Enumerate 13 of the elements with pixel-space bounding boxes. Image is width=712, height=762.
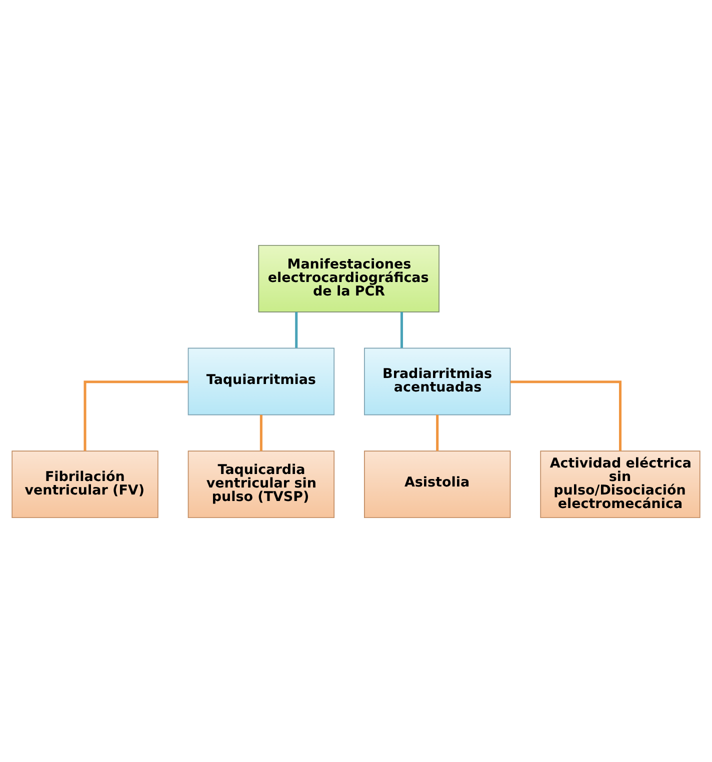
connector [436, 414, 439, 450]
node-box: Actividad eléctrica sin pulso/Disociación electromecánica [540, 450, 700, 518]
connector [400, 312, 403, 348]
node-box: Taquiarritmias [188, 347, 334, 415]
node-box: Fibrilación ventricular (FV) [12, 450, 158, 518]
node-box: Manifestaciones electrocardiográficas de la PCR [258, 244, 440, 312]
connector [260, 414, 262, 450]
node-box: Taquicardia ventricular sin pulso (TVSP) [188, 450, 334, 518]
connector [295, 312, 298, 348]
connector [84, 380, 188, 450]
connector [510, 380, 622, 450]
node-box: Asistolia [364, 450, 511, 518]
node-box: Bradiarritmias acentuadas [364, 347, 511, 415]
